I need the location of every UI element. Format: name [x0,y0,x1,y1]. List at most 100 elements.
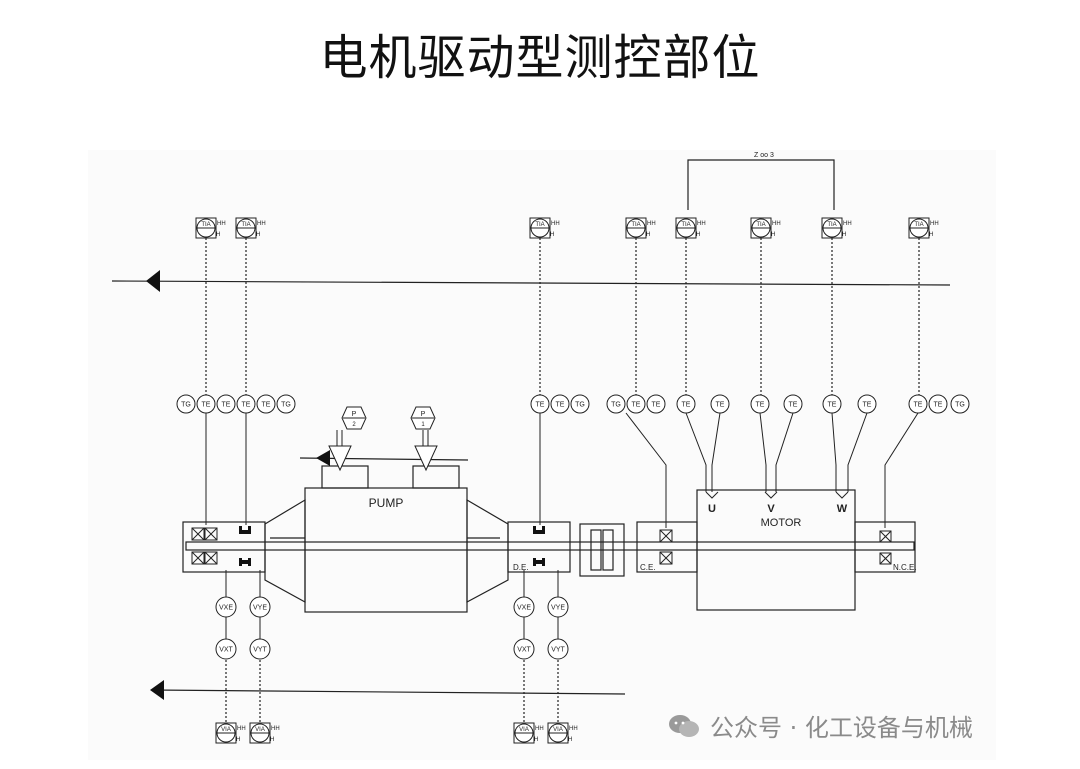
temp-element-10: TE [626,394,646,414]
phase-v-label: V [767,503,775,515]
temp-element-18: TE [908,394,928,414]
flow-arrow-upper [146,270,160,292]
svg-text:1: 1 [421,422,425,428]
bearing-symbol [191,527,205,541]
svg-text:TE: TE [242,402,251,409]
thrust-pad-symbols [239,526,545,566]
svg-text:TE: TE [222,402,231,409]
svg-text:H: H [270,737,274,743]
vib-element-7: VYT [547,638,569,660]
zone-label: Z oo 3 [754,152,774,159]
coupling-guard [579,523,625,577]
flow-arrow-nozzle [316,450,330,466]
svg-text:VYT: VYT [551,647,565,654]
shaft [185,541,915,551]
svg-text:TIA: TIA [631,222,640,228]
svg-text:TE: TE [652,402,661,409]
svg-text:VXE: VXE [517,605,531,612]
watermark: 公众号 · 化工设备与机械 [668,708,973,743]
svg-text:HH: HH [697,221,706,227]
svg-text:TE: TE [863,402,872,409]
svg-text:VXT: VXT [219,647,233,654]
svg-text:HH: HH [930,221,939,227]
svg-text:TE: TE [682,402,691,409]
vib-element-1: VYE [249,596,271,618]
svg-text:HH: HH [569,726,578,732]
discharge-nozzle [412,465,460,489]
phase-w-label: W [837,503,848,515]
svg-text:TIA: TIA [535,222,544,228]
temp-element-6: TE [530,394,550,414]
svg-text:TE: TE [716,402,725,409]
temp-element-17: TE [857,394,877,414]
svg-text:H: H [929,232,933,238]
page-title: 电机驱动型测控部位 [319,30,761,86]
nce-label: N.C.E. [893,563,917,572]
svg-text:TG: TG [955,402,965,409]
svg-text:TE: TE [828,402,837,409]
svg-text:VIA: VIA [553,727,563,733]
upper-process-line [111,280,951,286]
temp-element-3: TE [236,394,256,414]
svg-text:VYT: VYT [253,647,267,654]
bearing-symbol [204,527,218,541]
phase-u-label: U [708,503,716,515]
temp-element-16: TE [822,394,842,414]
svg-text:P: P [421,411,426,418]
pressure-gauge-2: P 2 [341,406,367,430]
svg-text:H: H [568,737,572,743]
svg-text:TE: TE [914,402,923,409]
zone-bracket [687,159,835,210]
ce-label: C.E. [640,563,656,572]
svg-text:HH: HH [237,726,246,732]
coupling-half-left [590,529,602,571]
svg-text:TIA: TIA [756,222,765,228]
svg-text:TE: TE [789,402,798,409]
instrumentation-diagram: Z oo 3 PUMP MOTOR D.E. C.E. N.C.E. U V W… [111,152,970,744]
motor-label: MOTOR [761,517,802,529]
svg-text:P: P [352,411,357,418]
svg-text:TG: TG [611,402,621,409]
bearing-symbol [879,552,892,565]
temp-element-15: TE [783,394,803,414]
chat-bubble-icon [669,714,699,737]
temp-element-0: TG [176,394,196,414]
temp-element-5: TG [276,394,296,414]
svg-text:VYE: VYE [253,605,267,612]
pressure-gauge-1: P 1 [410,406,436,430]
bearing-symbol [204,551,218,565]
bearing-housing-left [182,521,266,573]
pump-left-taper [264,498,306,604]
pump-right-taper [466,498,509,604]
svg-text:HH: HH [217,221,226,227]
bearing-symbol [879,530,892,543]
temp-element-19: TE [928,394,948,414]
svg-text:HH: HH [647,221,656,227]
vib-element-0: VXE [215,596,237,618]
svg-text:H: H [646,232,650,238]
svg-text:H: H [534,737,538,743]
svg-text:H: H [842,232,846,238]
svg-text:TG: TG [575,402,585,409]
svg-text:VXE: VXE [219,605,233,612]
bearing-housing-de [507,521,571,573]
bearing-symbol [659,551,673,565]
svg-text:HH: HH [551,221,560,227]
diagram-area: Z oo 3 PUMP MOTOR D.E. C.E. N.C.E. U V W… [88,150,996,760]
svg-text:H: H [771,232,775,238]
svg-text:HH: HH [257,221,266,227]
svg-text:TE: TE [262,402,271,409]
temp-element-7: TE [550,394,570,414]
